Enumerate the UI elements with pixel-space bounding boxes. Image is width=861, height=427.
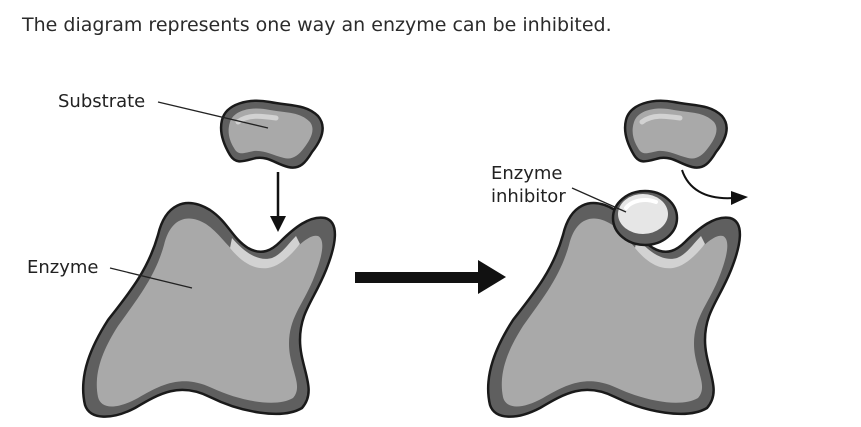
question-text: The diagram represents one way an enzyme… xyxy=(22,14,612,36)
inhibitor-leader-line xyxy=(571,187,627,213)
enzyme-shape-left xyxy=(81,201,337,418)
enzyme-label: Enzyme xyxy=(27,257,99,278)
substrate-shape-left xyxy=(219,99,324,169)
left-panel: Substrate Enzyme xyxy=(27,91,337,418)
enzyme-inhibitor-shape xyxy=(611,189,679,247)
substrate-shape-right xyxy=(623,99,728,169)
curved-arrow xyxy=(681,169,748,205)
enzyme-leader-line xyxy=(109,267,193,289)
substrate-label: Substrate xyxy=(58,91,145,112)
inhibitor-label-line1: Enzyme xyxy=(491,163,563,184)
inhibitor-label-line2: inhibitor xyxy=(491,186,566,207)
down-arrow xyxy=(270,172,286,232)
right-panel: Enzyme inhibitor xyxy=(486,99,748,418)
enzyme-shape-right xyxy=(486,201,742,418)
process-arrow xyxy=(355,260,506,294)
substrate-leader-line xyxy=(157,101,269,129)
